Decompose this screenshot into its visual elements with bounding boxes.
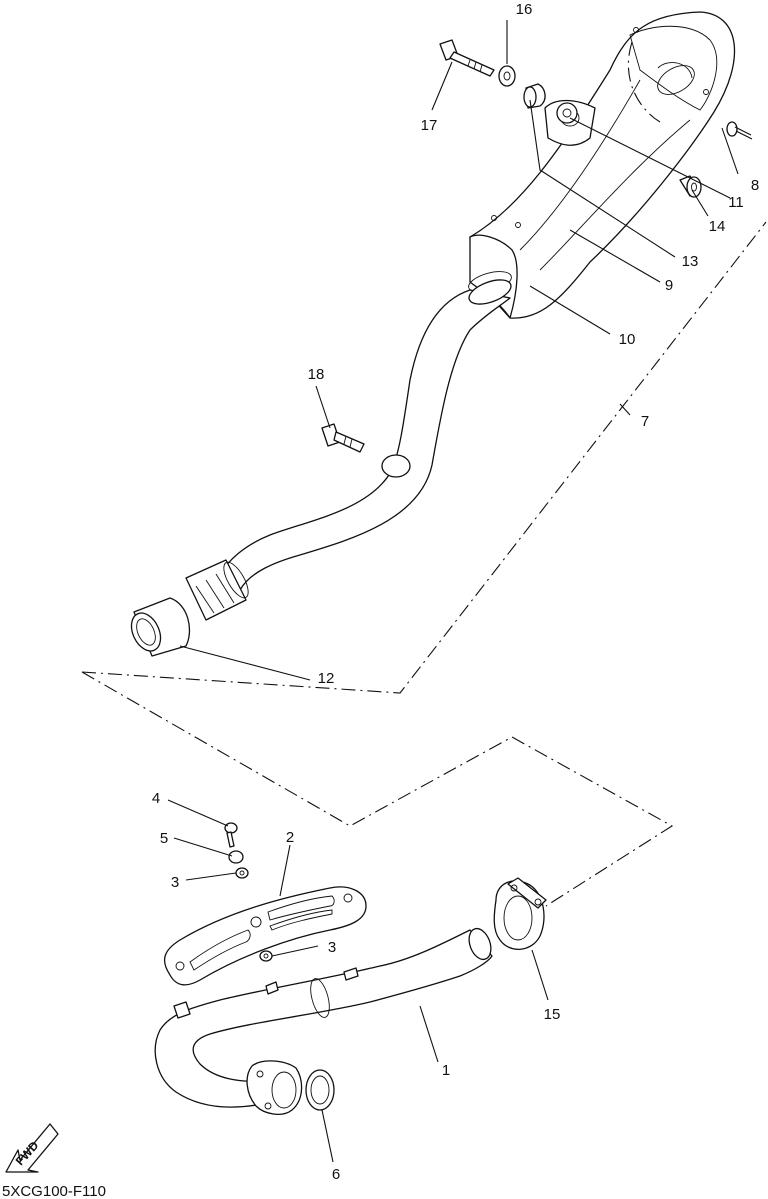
callout-1: 1	[442, 1062, 450, 1079]
muffler-body	[469, 11, 736, 319]
callout-15: 15	[544, 1006, 561, 1023]
callout-17: 17	[421, 117, 438, 134]
callout-13: 13	[682, 253, 699, 270]
exhaust-protector	[163, 886, 367, 986]
callout-3-lower: 3	[328, 939, 336, 956]
callout-8: 8	[751, 177, 759, 194]
collar-13	[523, 83, 546, 109]
exhaust-pipe-flange	[246, 1060, 303, 1116]
leader-lines	[167, 20, 739, 1163]
muffler-end-cap	[629, 25, 718, 111]
callout-14: 14	[709, 218, 726, 235]
callout-16: 16	[516, 1, 533, 18]
diagram-code: 5XCG100-F110	[2, 1183, 106, 1199]
callout-18: 18	[308, 366, 325, 383]
callout-11: 11	[728, 194, 744, 211]
bolt-17	[439, 39, 495, 77]
rivet-8	[726, 121, 753, 140]
callout-9: 9	[665, 277, 673, 294]
collar-5	[228, 850, 244, 864]
washer-3-upper	[235, 867, 249, 879]
callout-10: 10	[619, 331, 636, 348]
washer-3-lower	[259, 950, 273, 962]
fwd-arrow-icon: FWD	[5, 1123, 59, 1173]
gasket-6	[305, 1069, 335, 1111]
sleeve-gasket	[130, 597, 191, 657]
callout-6: 6	[332, 1166, 340, 1183]
callout-labels: 16 17 8 11 14 13 9 10 18 7 12 4 5 2 3 3 …	[152, 1, 759, 1183]
exhaust-clamp	[493, 877, 547, 950]
washer-14	[679, 175, 702, 198]
link-pipe-sensor-boss	[381, 454, 411, 478]
callout-3-upper: 3	[171, 874, 179, 891]
bolt-18	[321, 423, 365, 453]
washer-16	[498, 65, 516, 87]
grommet-11	[556, 102, 578, 124]
link-pipe	[185, 279, 512, 621]
bolt-4	[224, 822, 238, 848]
assembly-frame-lines	[81, 221, 767, 907]
callout-5: 5	[160, 830, 168, 847]
exhaust-pipe	[154, 927, 493, 1116]
muffler-outlet	[657, 65, 695, 95]
callout-12: 12	[318, 670, 335, 687]
callout-4: 4	[152, 790, 160, 807]
callout-2: 2	[286, 829, 294, 846]
callout-7: 7	[641, 413, 649, 430]
